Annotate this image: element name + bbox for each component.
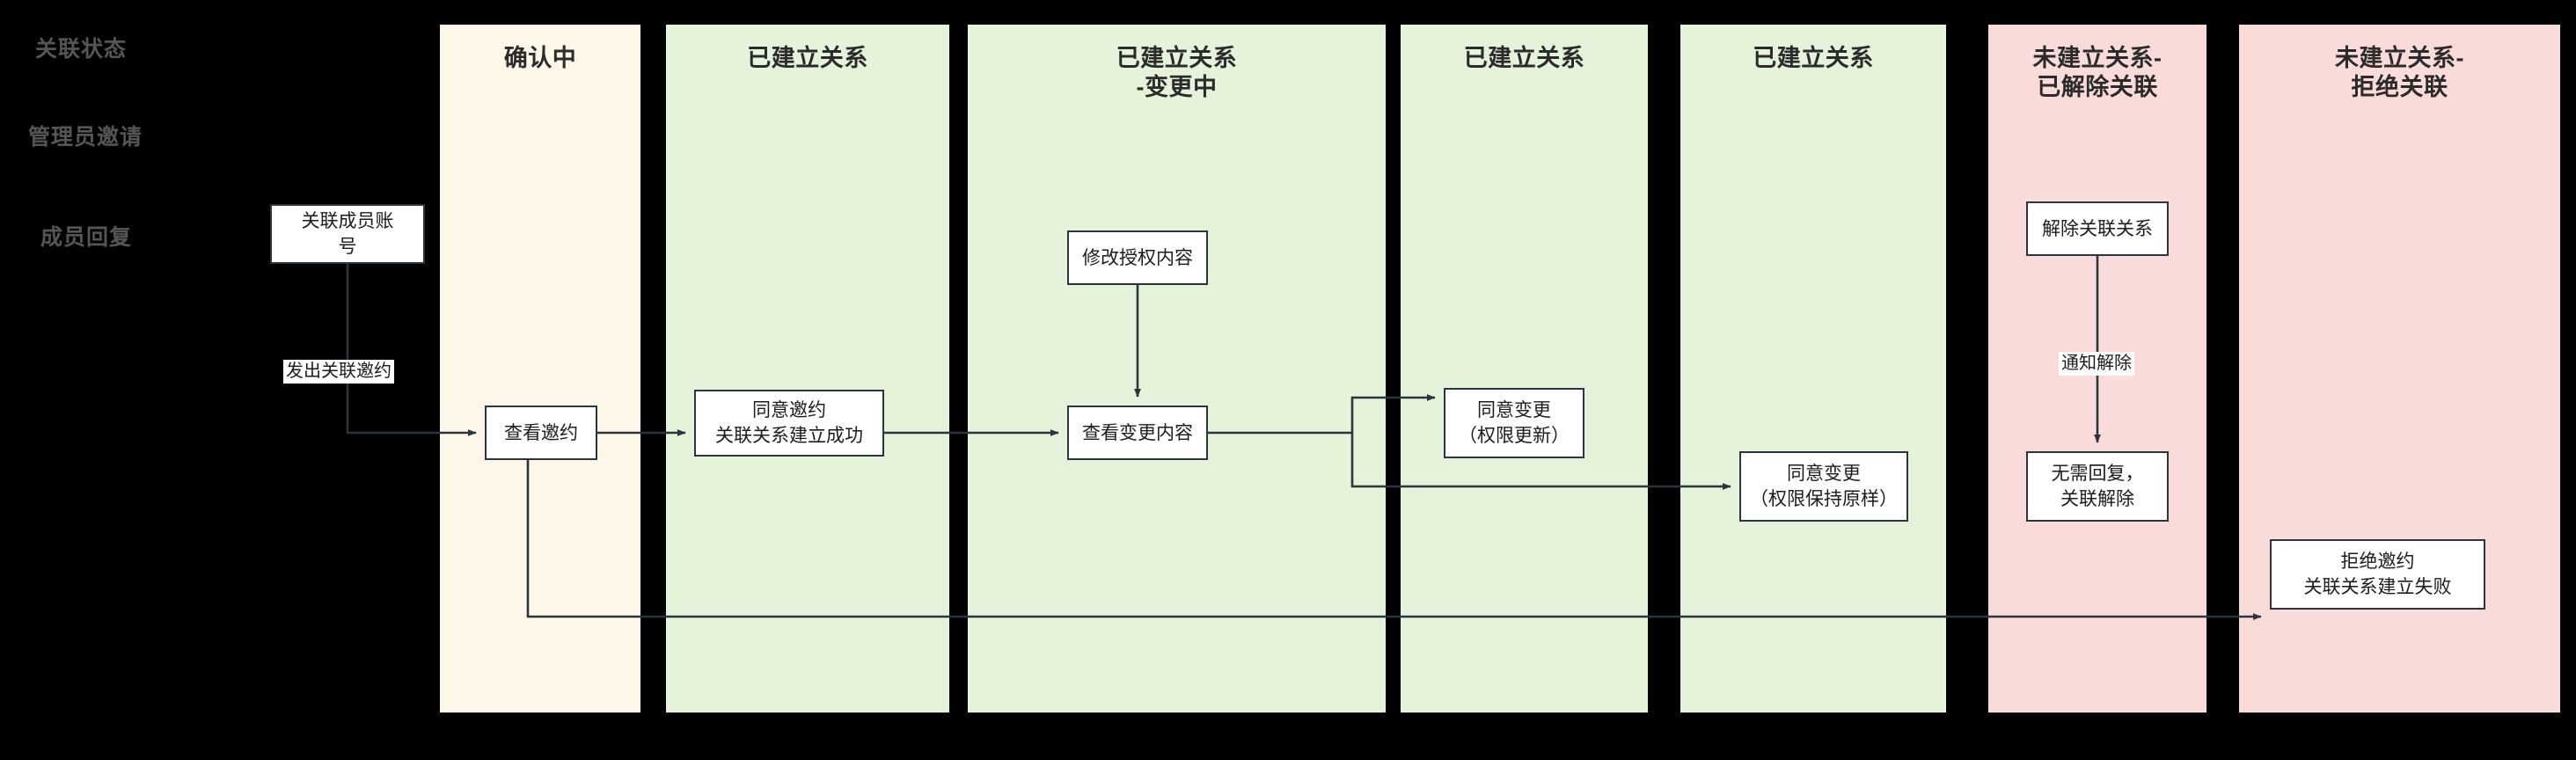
lane-title: 未建立关系- 已解除关联 — [2032, 45, 2163, 100]
lane-established-1: 已建立关系 — [666, 25, 949, 712]
lane-title: 已建立关系 -变更中 — [1116, 45, 1238, 100]
node-no-reply-needed[interactable]: 无需回复， 关联解除 — [2026, 451, 2169, 522]
lane-title: 已建立关系 — [747, 45, 868, 71]
lane-title: 已建立关系 — [1753, 45, 1874, 71]
node-agree-change-same[interactable]: 同意变更 （权限保持原样） — [1739, 451, 1908, 522]
node-link-member-account[interactable]: 关联成员账 号 — [270, 204, 425, 264]
node-modify-auth[interactable]: 修改授权内容 — [1067, 230, 1208, 285]
node-unlink-relation[interactable]: 解除关联关系 — [2026, 201, 2169, 256]
edge-label-notify-unlink: 通知解除 — [2059, 352, 2134, 376]
lane-established-changing: 已建立关系 -变更中 — [968, 25, 1386, 712]
row-label-member-reply: 成员回复 — [40, 225, 133, 250]
lane-established-2: 已建立关系 — [1401, 25, 1648, 712]
lane-title: 已建立关系 — [1463, 45, 1585, 71]
node-view-invite[interactable]: 查看邀约 — [485, 406, 597, 460]
node-accept-invite[interactable]: 同意邀约 关联关系建立成功 — [694, 390, 884, 457]
lane-title: 未建立关系- 拒绝关联 — [2335, 45, 2464, 100]
row-label-admin-invite: 管理员邀请 — [28, 125, 143, 150]
node-agree-change-updated[interactable]: 同意变更 （权限更新） — [1444, 388, 1584, 458]
lane-established-3: 已建立关系 — [1680, 25, 1946, 712]
row-label-status: 关联状态 — [35, 37, 128, 62]
node-reject-invite[interactable]: 拒绝邀约 关联关系建立失败 — [2270, 539, 2485, 610]
node-view-change[interactable]: 查看变更内容 — [1067, 406, 1208, 460]
edge-label-send-invite: 发出关联邀约 — [283, 360, 394, 384]
lane-title: 确认中 — [503, 45, 577, 71]
lane-confirming: 确认中 — [440, 25, 640, 712]
